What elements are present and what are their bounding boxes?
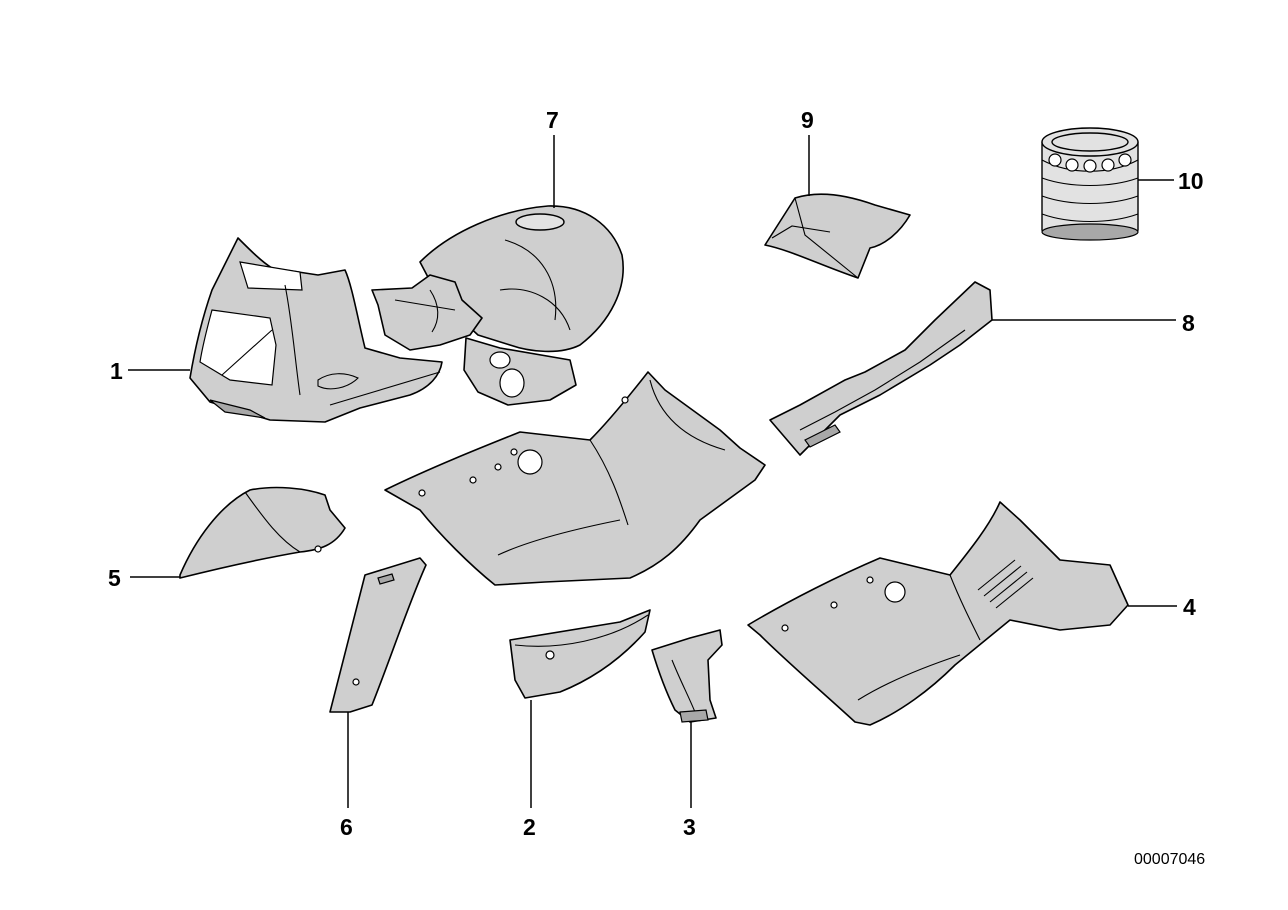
callout-2: 2 (523, 814, 536, 840)
part-1-front-fairing (189, 237, 443, 423)
part-3-bracket (651, 629, 723, 723)
part-6-side-strip (329, 557, 427, 713)
leader-lines (128, 135, 1177, 808)
callout-4: 4 (1183, 594, 1196, 620)
callout-5: 5 (108, 565, 121, 591)
diagram-reference-number: 00007046 (1134, 851, 1205, 868)
callout-7: 7 (546, 107, 559, 133)
callout-3: 3 (683, 814, 696, 840)
callout-labels: 1 2 3 4 5 6 7 8 9 10 (108, 107, 1204, 840)
part-4-right-fairing (747, 501, 1129, 726)
callout-6: 6 (340, 814, 353, 840)
part-9-seat-cowl (764, 193, 911, 279)
part-2-lower-panel (509, 609, 651, 699)
callout-8: 8 (1182, 310, 1195, 336)
callout-9: 9 (801, 107, 814, 133)
callout-1: 1 (110, 358, 123, 384)
main-side-fairing (384, 371, 766, 586)
callout-10: 10 (1178, 168, 1204, 194)
part-5-front-mudguard (179, 486, 346, 579)
part-8-rear-rail (769, 281, 993, 456)
part-10-filter-element (1041, 127, 1139, 241)
part-7-fuel-tank (371, 205, 624, 406)
